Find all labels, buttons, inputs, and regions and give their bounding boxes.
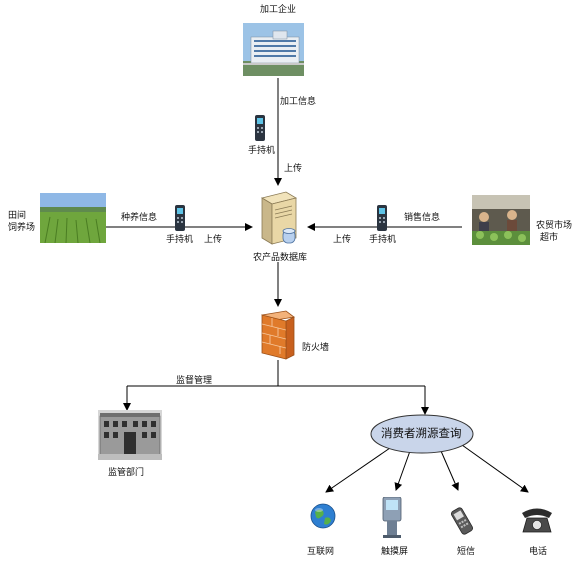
market-label: 农贸市场 (536, 221, 573, 231)
database-server-icon (260, 191, 298, 245)
handheld-device-icon (255, 115, 265, 141)
database-label: 农产品数据库 (253, 253, 308, 263)
sms-label: 短信 (457, 547, 476, 557)
sales-info-label: 销售信息 (404, 213, 441, 223)
factory-building-image (243, 23, 304, 76)
farm-label: 饲养场 (8, 223, 36, 233)
firewall-icon (261, 310, 295, 360)
handheld-label: 手持机 (369, 235, 397, 245)
phone-label: 电话 (529, 547, 548, 557)
internet-label: 互联网 (307, 547, 335, 557)
field-photo (40, 193, 106, 243)
firewall-label: 防火墙 (302, 343, 330, 353)
supermarket-label: 超市 (540, 233, 559, 243)
upload-label: 上传 (204, 235, 223, 245)
handheld-label: 手持机 (166, 235, 194, 245)
arrow-to-internet (325, 447, 391, 493)
consumer-query-label: 消费者溯源查询 (381, 426, 462, 440)
consumer-query-ellipse (370, 414, 474, 454)
regulator-building-image (98, 410, 162, 460)
arrow-to-sms (440, 450, 459, 491)
arrow-to-touchscreen (394, 450, 411, 491)
supervision-label: 监督管理 (176, 376, 213, 386)
processing-enterprise-label: 加工企业 (260, 5, 297, 15)
globe-icon (310, 503, 336, 529)
planting-info-label: 种养信息 (121, 213, 158, 223)
upload-label: 上传 (333, 235, 352, 245)
arrow-to-phone (461, 444, 529, 493)
telephone-icon (522, 508, 552, 533)
field-label: 田间 (8, 211, 27, 221)
handheld-device-icon (175, 205, 185, 231)
touchscreen-kiosk-icon (382, 497, 402, 538)
market-photo (472, 195, 530, 245)
touchscreen-label: 触摸屏 (381, 547, 409, 557)
upload-label: 上传 (284, 164, 303, 174)
handheld-label: 手持机 (248, 146, 276, 156)
processing-info-label: 加工信息 (280, 97, 317, 107)
mobile-phone-icon (451, 507, 473, 535)
handheld-device-icon (377, 205, 387, 231)
regulator-label: 监管部门 (108, 468, 145, 478)
